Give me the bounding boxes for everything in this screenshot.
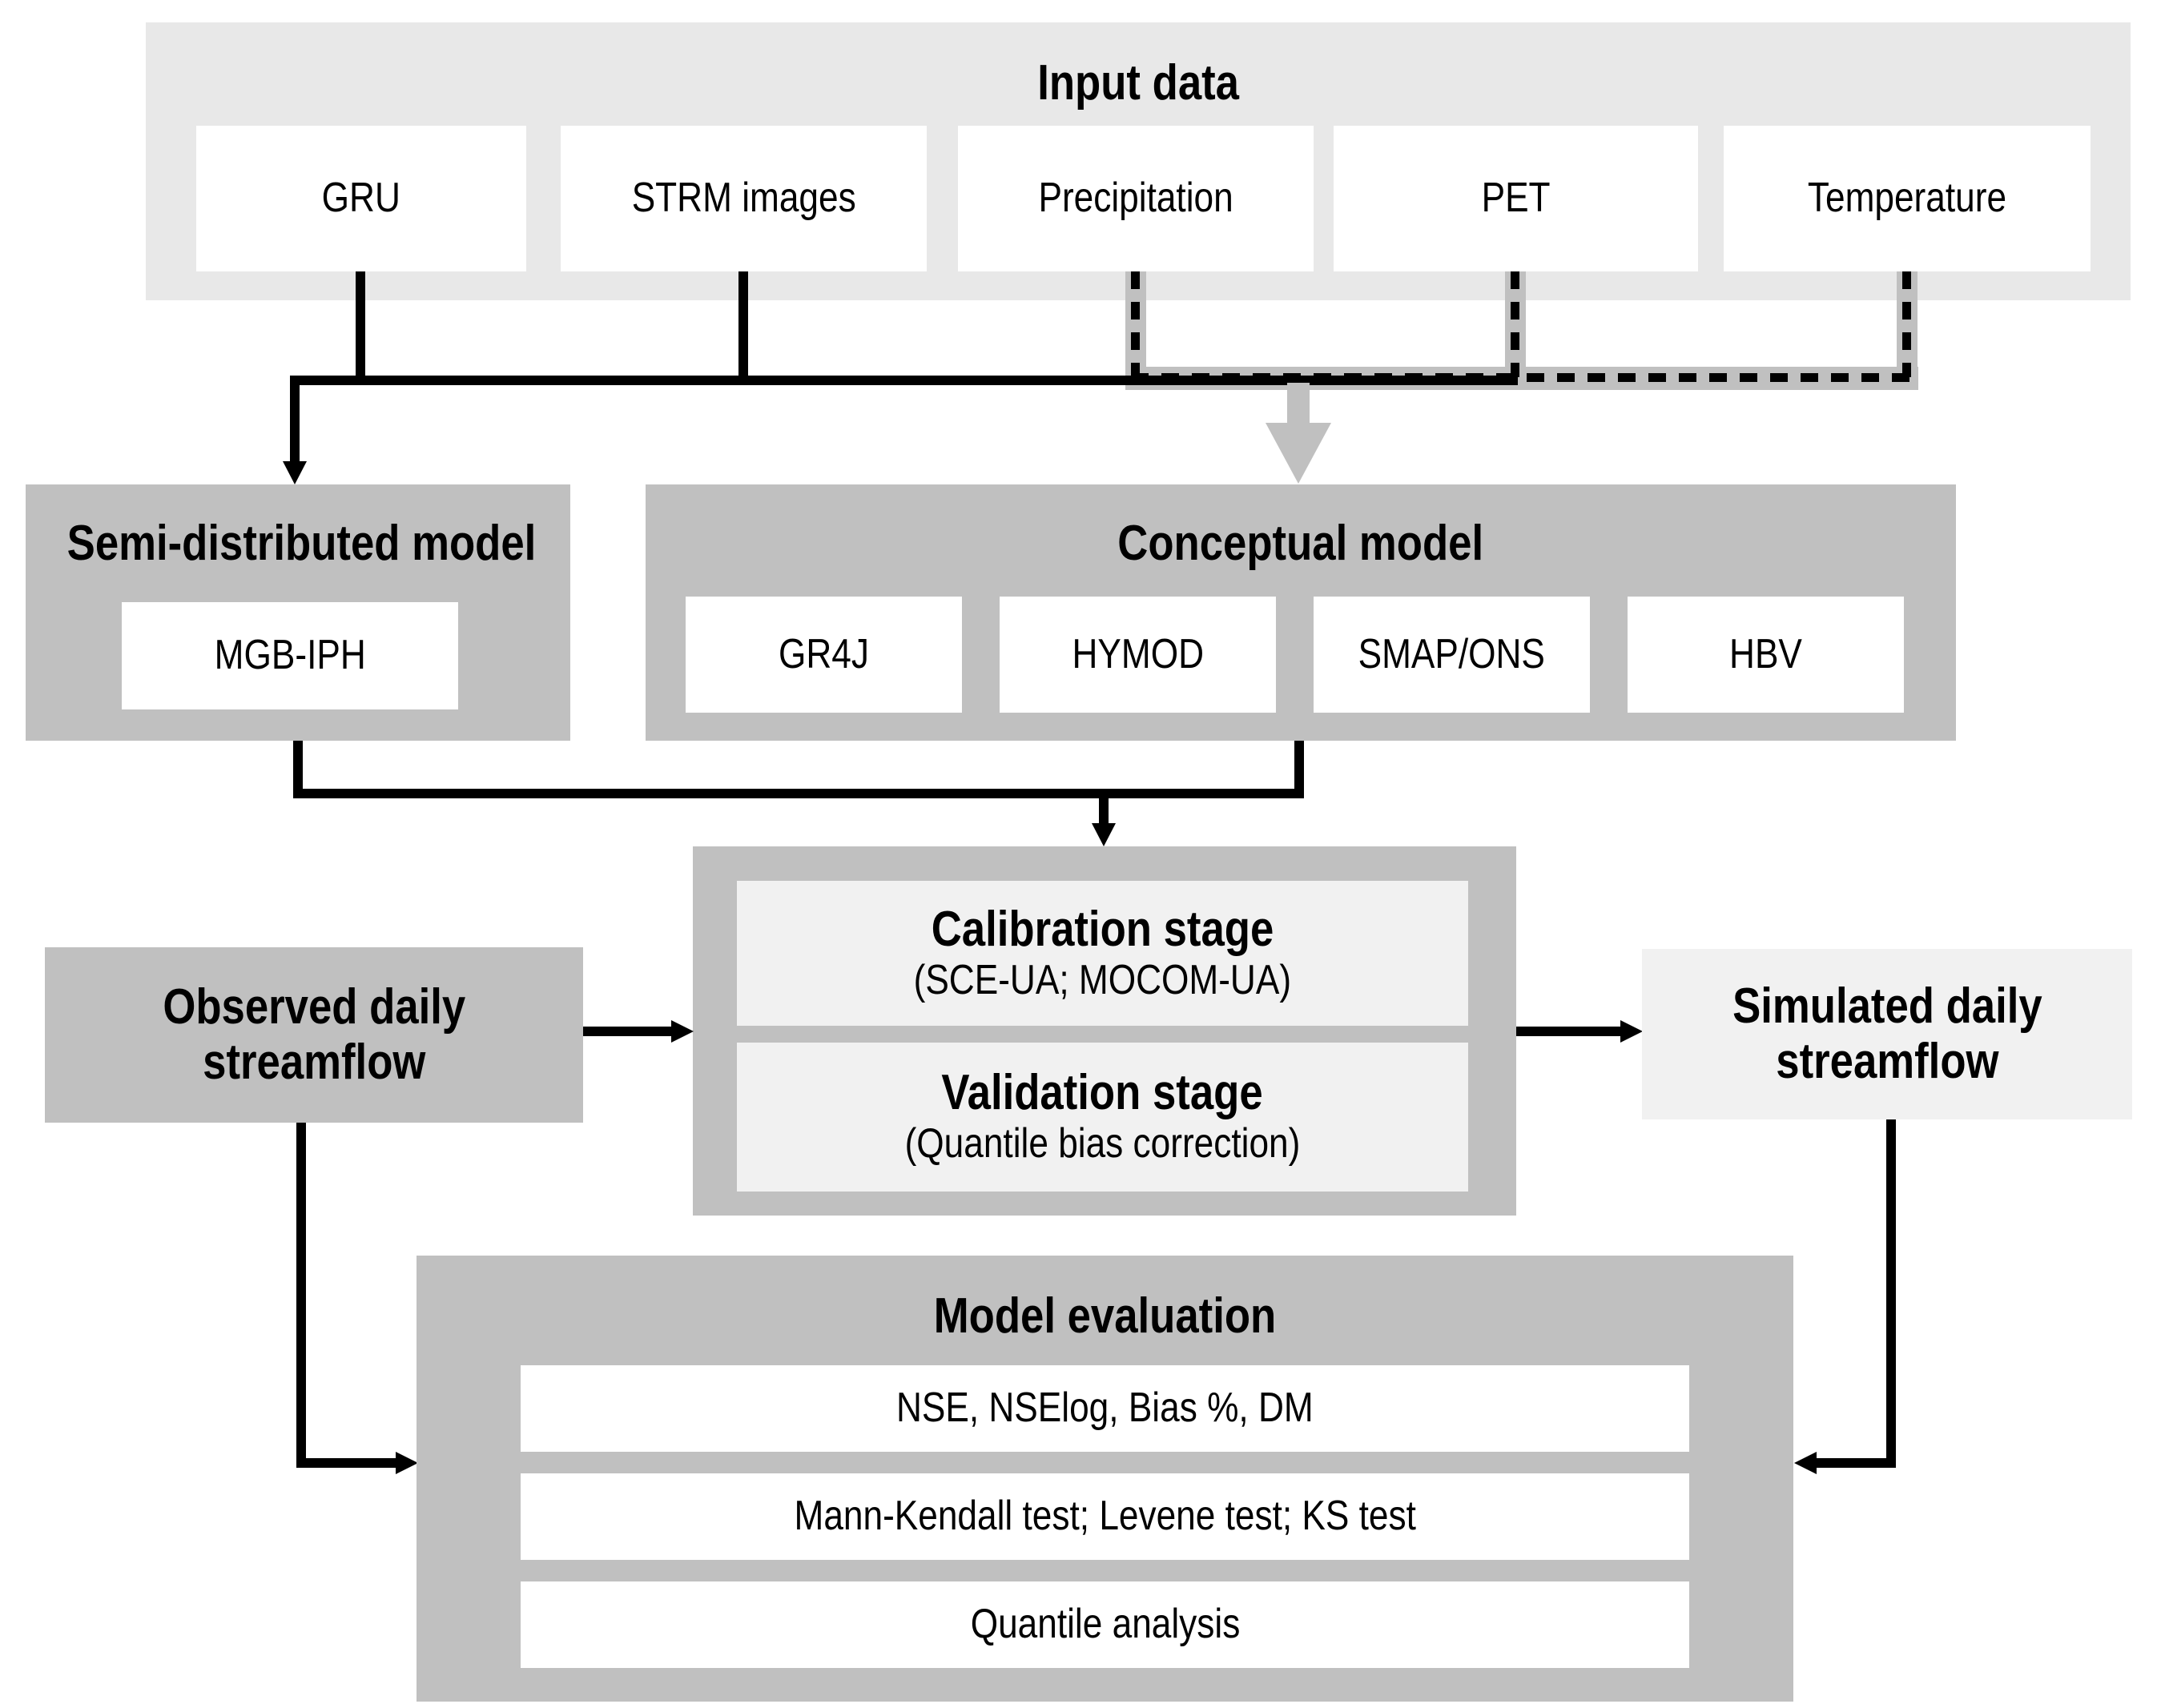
observed-line1: Observed daily	[163, 979, 465, 1035]
model-box-hymod: HYMOD	[1000, 597, 1276, 713]
arrow-calibration-to-simulated-head	[1620, 1020, 1643, 1043]
input-box-precipitation: Precipitation	[958, 126, 1314, 271]
semi-to-bus-line	[293, 741, 303, 794]
observed-down-line	[296, 1123, 306, 1468]
model-box-hbv: HBV	[1628, 597, 1904, 713]
arrow-inputs-to-semi-shaft	[290, 376, 300, 462]
simulated-line2: streamflow	[1775, 1033, 1999, 1089]
arrow-calibration-to-simulated-shaft	[1516, 1027, 1621, 1036]
arrow-inputs-to-conceptual-head	[1266, 423, 1331, 484]
conceptual-model-title: Conceptual model	[1117, 516, 1484, 571]
simulated-down-line	[1886, 1119, 1896, 1468]
arrow-observed-to-calibration-head	[671, 1020, 694, 1043]
evaluation-row-statistical-tests: Mann-Kendall test; Levene test; KS test	[521, 1473, 1689, 1560]
strm-connector-line	[738, 271, 748, 384]
arrow-simulated-to-evaluation-head	[1794, 1452, 1817, 1474]
arrow-models-to-calibration-head	[1092, 823, 1116, 846]
temperature-dashed-line	[1902, 271, 1911, 377]
input-box-gru: GRU	[196, 126, 526, 271]
arrow-observed-to-calibration-shaft	[583, 1027, 673, 1036]
arrow-inputs-to-conceptual-shaft	[1287, 383, 1310, 426]
arrow-observed-to-evaluation-head	[396, 1452, 418, 1474]
pet-dashed-line	[1511, 271, 1519, 377]
gru-connector-line	[356, 271, 365, 384]
models-bus-line	[293, 789, 1304, 798]
observed-streamflow-box: Observed daily streamflow	[45, 947, 583, 1123]
input-box-pet: PET	[1334, 126, 1698, 271]
semi-distributed-model-title: Semi-distributed model	[66, 516, 537, 571]
simulated-to-evaluation-line	[1815, 1458, 1896, 1468]
arrow-models-to-calibration-shaft	[1099, 789, 1109, 824]
validation-stage-detail: (Quantile bias correction)	[904, 1120, 1301, 1167]
calibration-stage-title: Calibration stage	[931, 901, 1274, 957]
input-data-title: Input data	[1037, 55, 1239, 111]
calibration-stage-box: Calibration stage (SCE-UA; MOCOM-UA)	[737, 881, 1468, 1026]
input-box-strm-images: STRM images	[561, 126, 927, 271]
evaluation-row-metrics: NSE, NSElog, Bias %, DM	[521, 1365, 1689, 1452]
dashed-bus-line	[1131, 373, 1916, 382]
precipitation-dashed-line	[1131, 271, 1140, 377]
validation-stage-box: Validation stage (Quantile bias correcti…	[737, 1043, 1468, 1192]
model-box-mgb-iph: MGB-IPH	[122, 602, 458, 709]
model-evaluation-title: Model evaluation	[933, 1288, 1277, 1344]
observed-to-evaluation-line	[296, 1458, 397, 1468]
validation-stage-title: Validation stage	[941, 1065, 1264, 1120]
evaluation-row-quantile-analysis: Quantile analysis	[521, 1581, 1689, 1668]
arrow-inputs-to-semi-head	[283, 461, 307, 484]
observed-line2: streamflow	[202, 1034, 426, 1090]
input-box-temperature: Temperature	[1724, 126, 2091, 271]
calibration-stage-detail: (SCE-UA; MOCOM-UA)	[913, 956, 1292, 1003]
model-box-gr4j: GR4J	[686, 597, 962, 713]
conceptual-to-bus-line	[1294, 741, 1304, 794]
simulated-line1: Simulated daily	[1732, 979, 2042, 1035]
simulated-streamflow-box: Simulated daily streamflow	[1642, 949, 2132, 1119]
solid-bus-line	[290, 376, 1518, 385]
model-box-smap-ons: SMAP/ONS	[1314, 597, 1590, 713]
